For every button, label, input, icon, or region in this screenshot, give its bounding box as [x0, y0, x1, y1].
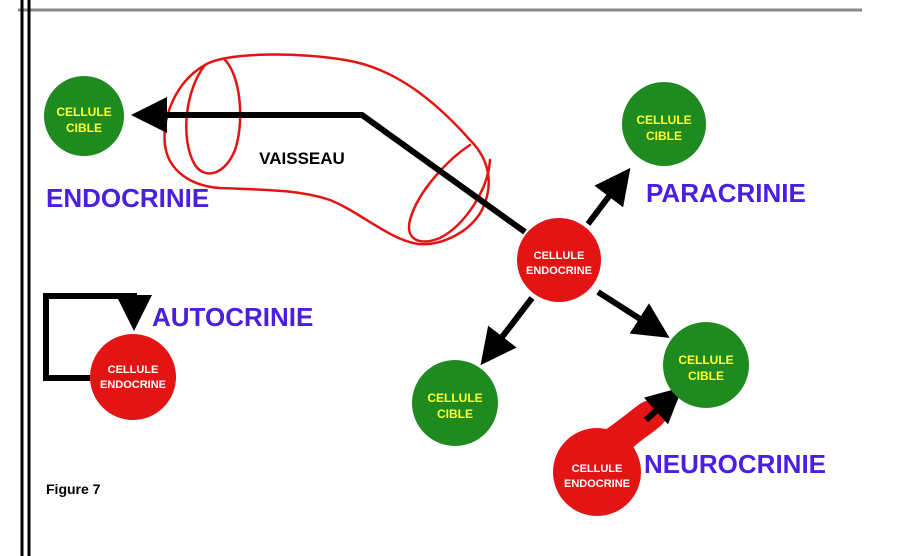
figure-caption: Figure 7 — [46, 481, 101, 497]
cell-cible-endocrinie-line1: CELLULE — [56, 105, 111, 119]
heading-autocrinie: AUTOCRINIE — [152, 302, 313, 332]
cell-endocrine-autocrine — [90, 334, 176, 420]
arrow-autocrine — [43, 293, 152, 381]
cell-cible-right-line1: CELLULE — [678, 353, 733, 367]
heading-neurocrinie: NEUROCRINIE — [644, 449, 826, 479]
arrow-neurocrine — [643, 386, 683, 425]
arrow-endocrine — [131, 97, 527, 235]
cell-cible-endocrinie — [44, 76, 124, 156]
cell-cible-paracrinie-line1: CELLULE — [636, 113, 691, 127]
cell-endocrine-neurocrine-line2: ENDOCRINE — [564, 478, 630, 490]
arrows — [43, 97, 670, 381]
cell-endocrine-center-line2: ENDOCRINE — [526, 265, 592, 277]
arrow-to-right-target — [596, 289, 670, 338]
cell-endocrine-neurocrine — [553, 428, 641, 516]
arrow-paracrine — [585, 167, 631, 226]
heading-endocrinie: ENDOCRINIE — [46, 183, 209, 213]
cell-cible-paracrinie — [622, 82, 706, 166]
cell-endocrine-center — [517, 218, 601, 302]
cell-endocrine-autocrine-line1: CELLULE — [108, 364, 159, 376]
cell-cible-right — [663, 322, 749, 408]
cell-endocrine-neurocrine-line1: CELLULE — [572, 463, 623, 475]
cell-cible-bottom-line1: CELLULE — [427, 391, 482, 405]
cell-endocrine-center-line1: CELLULE — [534, 250, 585, 262]
cell-cible-bottom — [412, 360, 498, 446]
cell-cible-bottom-line2: CIBLE — [437, 407, 473, 421]
label-vaisseau: VAISSEAU — [259, 149, 345, 168]
arrow-to-bottom-target — [480, 296, 535, 366]
cell-endocrine-autocrine-line2: ENDOCRINE — [100, 379, 166, 391]
cell-cible-endocrinie-line2: CIBLE — [66, 121, 102, 135]
cell-cible-paracrinie-line2: CIBLE — [646, 129, 682, 143]
cell-cible-right-line2: CIBLE — [688, 369, 724, 383]
heading-paracrinie: PARACRINIE — [646, 178, 806, 208]
